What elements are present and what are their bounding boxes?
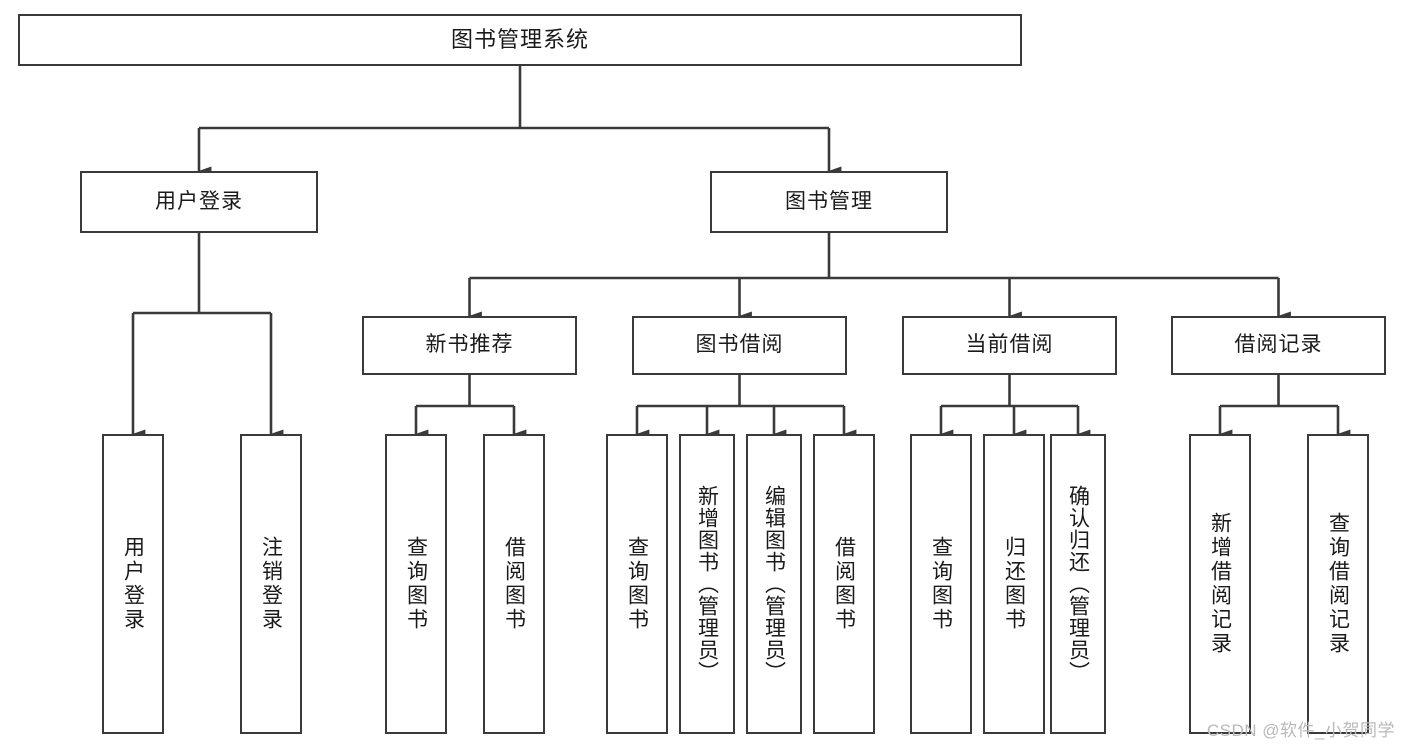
node-label: 图书借阅	[695, 333, 784, 357]
node-label: 新增借阅记录	[1208, 512, 1232, 656]
node-label: 借阅图书	[832, 536, 856, 632]
node-book-borrow[interactable]: 图书借阅	[632, 316, 847, 375]
node-label: 借阅记录	[1234, 333, 1323, 357]
node-current-borrow[interactable]: 当前借阅	[902, 316, 1117, 375]
node-label: 查询借阅记录	[1326, 512, 1350, 656]
node-label: 查询图书	[929, 536, 953, 632]
node-label: 查询图书	[404, 536, 428, 632]
node-label: 注销登录	[259, 536, 283, 632]
node-leaf-borrow-book-2[interactable]: 借阅图书	[813, 434, 875, 734]
node-leaf-query-borrow-record[interactable]: 查询借阅记录	[1307, 434, 1369, 734]
node-label: 查询图书	[625, 536, 649, 632]
node-label: 新增图书（管理员）	[695, 485, 719, 683]
node-label: 确认归还（管理员）	[1066, 485, 1090, 683]
edge-layer	[131, 66, 1351, 439]
node-leaf-user-login[interactable]: 用户登录	[102, 434, 164, 734]
node-leaf-query-book-1[interactable]: 查询图书	[385, 434, 447, 734]
watermark-label: CSDN @软件_小贺同学	[1206, 721, 1395, 740]
node-label: 图书管理系统	[450, 27, 589, 53]
node-borrow-record[interactable]: 借阅记录	[1171, 316, 1386, 375]
node-leaf-query-book-3[interactable]: 查询图书	[910, 434, 972, 734]
node-leaf-query-book-2[interactable]: 查询图书	[606, 434, 668, 734]
node-label: 图书管理	[785, 189, 873, 213]
node-leaf-add-book-admin[interactable]: 新增图书（管理员）	[679, 434, 735, 734]
node-leaf-confirm-return-admin[interactable]: 确认归还（管理员）	[1050, 434, 1106, 734]
node-leaf-add-borrow-record[interactable]: 新增借阅记录	[1189, 434, 1251, 734]
node-label: 用户登录	[121, 536, 145, 632]
node-label: 编辑图书（管理员）	[762, 485, 786, 683]
node-leaf-borrow-book-1[interactable]: 借阅图书	[483, 434, 545, 734]
node-label: 新书推荐	[425, 333, 514, 357]
node-leaf-edit-book-admin[interactable]: 编辑图书（管理员）	[746, 434, 802, 734]
node-label: 当前借阅	[965, 333, 1054, 357]
node-label: 归还图书	[1002, 536, 1026, 632]
node-new-book-recommend[interactable]: 新书推荐	[362, 316, 577, 375]
node-label: 用户登录	[155, 189, 243, 213]
node-leaf-return-book[interactable]: 归还图书	[983, 434, 1045, 734]
node-leaf-user-logout[interactable]: 注销登录	[240, 434, 302, 734]
node-user-login[interactable]: 用户登录	[80, 171, 318, 233]
node-book-manage[interactable]: 图书管理	[710, 171, 948, 233]
node-root[interactable]: 图书管理系统	[18, 14, 1022, 66]
node-label: 借阅图书	[502, 536, 526, 632]
